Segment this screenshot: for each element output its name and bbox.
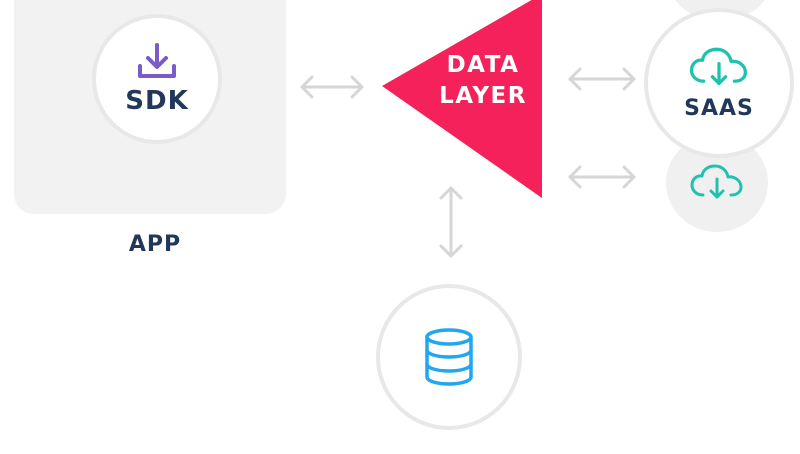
cloud-download-icon xyxy=(690,164,743,199)
datalayer-saas-arrow xyxy=(568,67,636,91)
app-datalayer-arrow xyxy=(300,75,364,99)
database-node xyxy=(376,284,522,430)
download-icon xyxy=(138,43,176,78)
saas-node: SAAS xyxy=(644,8,794,158)
data-layer-line2: LAYER xyxy=(439,83,527,109)
datalayer-saas-secondary-arrow xyxy=(568,165,636,189)
data-layer-label: DATA LAYER xyxy=(432,50,534,112)
cloud-download-icon xyxy=(689,47,748,85)
data-layer-line1: DATA xyxy=(446,52,520,78)
saas-label: SAAS xyxy=(684,95,754,121)
sdk-label: SDK xyxy=(125,86,189,116)
database-icon xyxy=(425,328,473,386)
data-layer-triangle xyxy=(382,0,542,198)
app-label: APP xyxy=(128,232,182,257)
sdk-node: SDK xyxy=(92,14,222,144)
datalayer-database-arrow xyxy=(439,186,463,258)
